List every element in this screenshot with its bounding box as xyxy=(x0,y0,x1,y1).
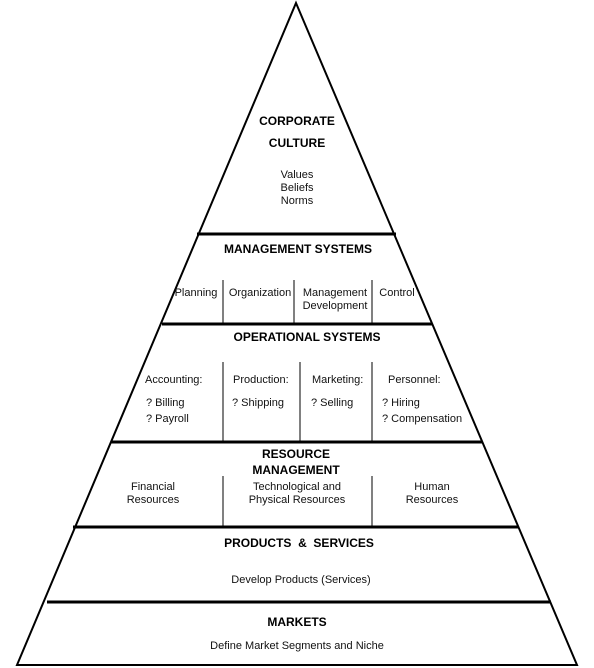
ops-production-item: ? Shipping xyxy=(232,397,284,409)
management-systems-title: MANAGEMENT SYSTEMS xyxy=(223,242,373,256)
ops-accounting-label: Accounting: xyxy=(145,374,203,386)
resource-human-line1: Human xyxy=(414,481,450,493)
mgmt-cell-organization: Organization xyxy=(228,287,292,299)
ops-production-label: Production: xyxy=(233,374,289,386)
resource-financial-line1: Financial xyxy=(130,481,176,493)
resource-technological-line1: Technological and xyxy=(252,481,342,493)
mgmt-cell-planning: Planning xyxy=(174,287,218,299)
products-services-title: PRODUCTS & SERVICES xyxy=(224,536,374,550)
products-services-description: Develop Products (Services) xyxy=(231,574,371,586)
culture-item-values: Values xyxy=(280,169,314,181)
ops-personnel-item: ? Hiring xyxy=(382,397,420,409)
mgmt-cell-management: Management xyxy=(302,287,368,299)
ops-personnel-label: Personnel: xyxy=(388,374,441,386)
pyramid-outline xyxy=(15,0,579,666)
culture-item-beliefs: Beliefs xyxy=(280,182,314,194)
operational-systems-title: OPERATIONAL SYSTEMS xyxy=(233,330,381,344)
resource-human-line2: Resources xyxy=(405,494,459,506)
mgmt-cell-development: Development xyxy=(302,300,368,312)
resource-management-title-line1: RESOURCE xyxy=(261,447,331,461)
resource-management-title-line2: MANAGEMENT xyxy=(252,463,340,477)
corporate-culture-title-line1: CORPORATE xyxy=(259,114,335,128)
resource-technological-line2: Physical Resources xyxy=(248,494,346,506)
ops-accounting-item: ? Billing xyxy=(146,397,185,409)
culture-item-norms: Norms xyxy=(280,195,314,207)
ops-personnel-item: ? Compensation xyxy=(382,413,463,425)
ops-marketing-item: ? Selling xyxy=(311,397,354,409)
ops-marketing-label: Marketing: xyxy=(312,374,364,386)
mgmt-cell-control: Control xyxy=(379,287,415,299)
markets-description: Define Market Segments and Niche xyxy=(210,640,384,652)
resource-financial-line2: Resources xyxy=(126,494,180,506)
corporate-culture-title-line2: CULTURE xyxy=(268,136,326,150)
ops-accounting-item: ? Payroll xyxy=(146,413,189,425)
markets-title: MARKETS xyxy=(267,615,327,629)
